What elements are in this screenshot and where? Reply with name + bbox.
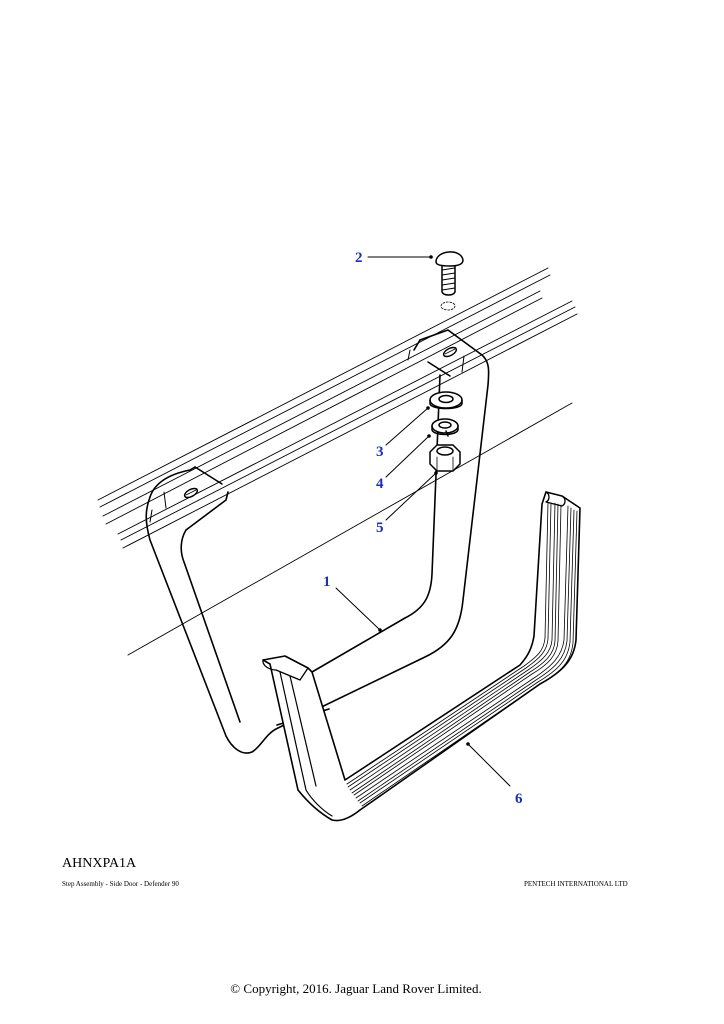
figure-description: Step Assembly - Side Door - Defender 90 bbox=[62, 880, 179, 888]
callout-3[interactable]: 3 bbox=[376, 444, 384, 460]
bracket-slot bbox=[183, 346, 458, 499]
callout-1[interactable]: 1 bbox=[323, 574, 331, 590]
figure-code: AHNXPA1A bbox=[62, 856, 137, 871]
spring-washer bbox=[431, 418, 459, 437]
callout-5[interactable]: 5 bbox=[376, 520, 384, 536]
leader-lines bbox=[335, 255, 511, 787]
callout-2[interactable]: 2 bbox=[355, 250, 363, 266]
copyright-notice: © Copyright, 2016. Jaguar Land Rover Lim… bbox=[230, 981, 482, 996]
bolt bbox=[435, 251, 464, 311]
publisher-name: PENTECH INTERNATIONAL LTD bbox=[524, 880, 628, 888]
callout-labels: 2 1 3 4 5 6 bbox=[323, 250, 523, 807]
nut bbox=[429, 444, 461, 472]
step-tread bbox=[262, 491, 581, 822]
callout-4[interactable]: 4 bbox=[376, 476, 384, 492]
plain-washer bbox=[429, 391, 463, 410]
callout-6[interactable]: 6 bbox=[515, 791, 523, 807]
chassis-rails bbox=[97, 267, 578, 656]
